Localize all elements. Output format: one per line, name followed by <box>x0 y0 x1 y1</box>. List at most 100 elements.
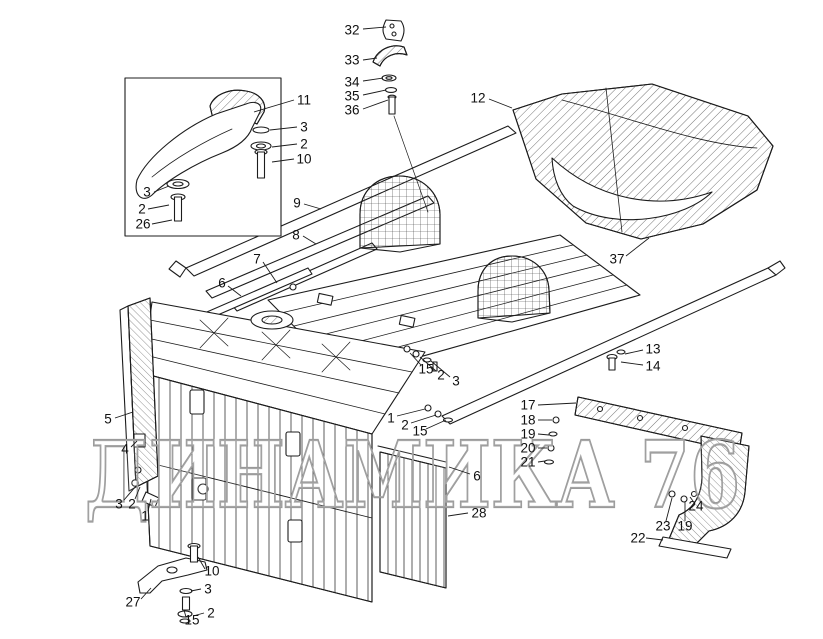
leader-line <box>271 143 298 148</box>
fastener-cluster-deck-2 <box>424 404 454 423</box>
leader-line <box>183 609 187 618</box>
part-number-label: 6 <box>473 469 481 484</box>
part-number-label: 2 <box>401 418 409 433</box>
leader-line <box>190 588 202 592</box>
part-number-label: 23 <box>655 519 670 534</box>
part-number-label: 2 <box>138 202 146 217</box>
leader-line <box>147 204 170 210</box>
leader-line <box>409 352 422 366</box>
leader-line <box>269 126 298 131</box>
part-number-label: 27 <box>125 595 140 610</box>
part-number-label: 5 <box>104 412 112 427</box>
rail-9 <box>168 125 517 278</box>
leader-line <box>689 496 694 502</box>
leader-line <box>624 349 644 355</box>
part-number-label: 10 <box>204 564 219 579</box>
part-number-label: 3 <box>115 497 123 512</box>
leader-line <box>625 237 650 257</box>
leader-line <box>447 512 469 517</box>
part-number-label: 2 <box>300 137 308 152</box>
leader-line <box>151 219 173 225</box>
part-number-label: 21 <box>520 455 535 470</box>
part-number-label: 34 <box>344 75 360 90</box>
part-number-label: 8 <box>292 228 300 243</box>
part-number-label: 3 <box>300 120 308 135</box>
front-panel-top-face <box>141 301 426 435</box>
part-number-label: 20 <box>520 441 535 456</box>
part-number-label: 2 <box>437 368 445 383</box>
leader-line <box>425 419 447 430</box>
part-number-label: 4 <box>121 442 129 457</box>
leader-line <box>537 433 550 436</box>
leader-line <box>537 402 577 406</box>
leader-line <box>362 89 387 96</box>
part-number-label: 13 <box>645 342 660 357</box>
leader-line <box>147 498 152 512</box>
bracket-27 <box>137 542 208 624</box>
leader-line <box>665 497 673 522</box>
leader-line <box>227 285 242 297</box>
part-number-label: 36 <box>344 103 359 118</box>
leader-line <box>130 440 138 448</box>
corrugated-panel-28 <box>377 445 447 589</box>
part-number-label: 7 <box>253 252 261 267</box>
leader-line <box>123 485 137 501</box>
part-number-label: 26 <box>135 217 150 232</box>
part-number-label: 3 <box>452 374 460 389</box>
leader-line <box>537 460 546 463</box>
leader-line <box>302 235 317 245</box>
leader-line <box>362 77 384 82</box>
wheel-arch-cover-rear <box>477 255 551 323</box>
fastener-cluster-beam <box>543 416 560 465</box>
inset-washer-bolt <box>166 178 190 222</box>
leader-line <box>645 537 664 541</box>
leader-line <box>271 158 295 163</box>
part-number-label: 19 <box>677 519 692 534</box>
leader-line <box>197 556 206 570</box>
leader-line <box>134 486 141 500</box>
leader-line <box>192 612 205 617</box>
part-number-label: 14 <box>645 359 661 374</box>
watermark-text: ДИНАМИКА 76 <box>85 421 740 529</box>
part-11-bracket <box>135 89 266 199</box>
wheel-arch-cover-front <box>359 175 441 253</box>
leader-line <box>362 57 378 61</box>
part-number-label: 12 <box>470 91 485 106</box>
part-number-label: 15 <box>184 613 199 628</box>
detail-inset-box <box>124 77 282 237</box>
leader-line <box>362 26 387 30</box>
part-number-label: 1 <box>141 509 149 524</box>
part-number-label: 35 <box>344 89 359 104</box>
leader-line <box>419 356 437 372</box>
leader-line <box>114 411 134 419</box>
part-number-label: 19 <box>520 427 535 442</box>
roof-panel-12 <box>512 83 774 240</box>
diagram-drawing <box>119 19 786 624</box>
support-beam-17 <box>574 396 743 453</box>
part-number-label: 17 <box>520 398 535 413</box>
leader-line <box>262 261 278 284</box>
side-panel-5 <box>119 297 159 492</box>
leader-line <box>362 99 389 110</box>
part-number-label: 9 <box>293 196 301 211</box>
leader-lines-layer <box>114 26 694 618</box>
leader-line <box>620 361 644 366</box>
inset-bolt-right <box>250 126 272 179</box>
leader-line <box>303 203 322 210</box>
part-number-label: 11 <box>297 93 311 108</box>
leader-line <box>140 587 152 600</box>
leader-line <box>488 98 513 109</box>
part-number-label: 3 <box>143 185 151 200</box>
leader-line <box>253 99 295 113</box>
part-number-label: 33 <box>344 53 359 68</box>
part-number-label: 18 <box>520 413 535 428</box>
leader-line <box>430 360 451 378</box>
bolt-13-14 <box>606 349 626 371</box>
part-number-label: 37 <box>609 252 624 267</box>
part-number-label: 24 <box>688 499 704 514</box>
part-number-label: 22 <box>630 531 645 546</box>
leader-line <box>448 466 471 475</box>
